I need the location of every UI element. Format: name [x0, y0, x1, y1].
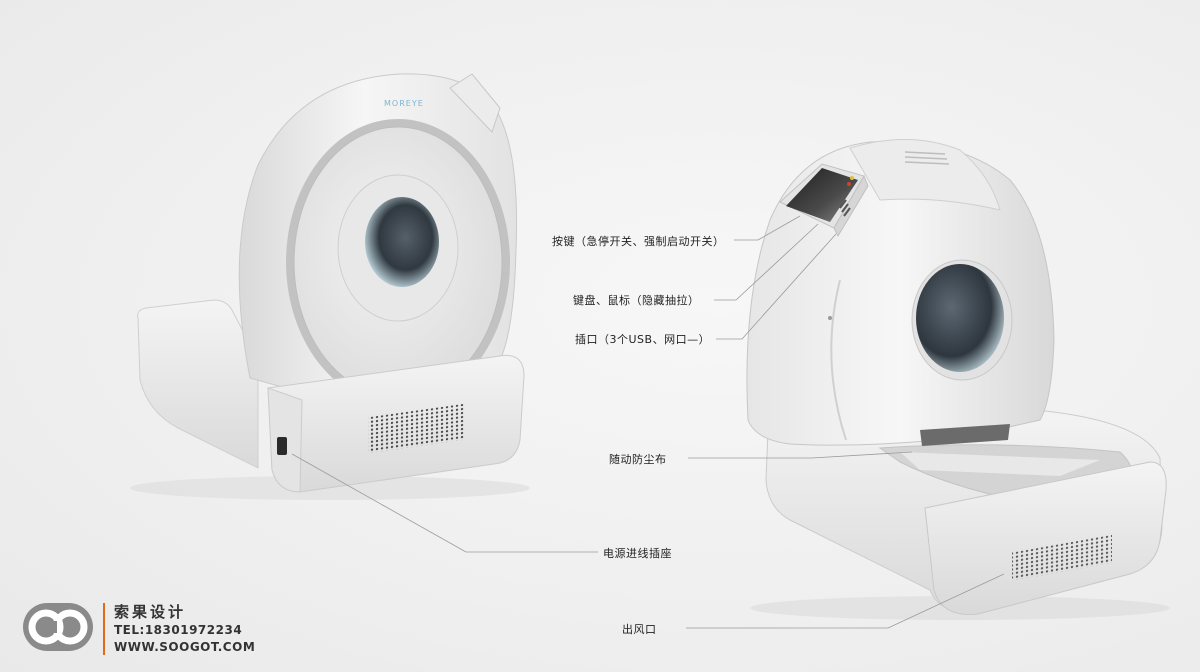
control-screen	[779, 163, 869, 238]
left-device	[130, 73, 530, 500]
brand-divider	[103, 603, 105, 655]
callout-air-outlet: 出风口	[622, 623, 657, 636]
right-device	[746, 138, 1170, 620]
device-brand-label: MOREYE	[384, 99, 424, 108]
callout-buttons: 按键（急停开关、强制启动开关）	[552, 235, 725, 248]
brand-website: WWW.SOOGOT.COM	[114, 640, 256, 654]
brand-tel: TEL:18301972234	[114, 623, 243, 637]
callout-ports: 插口（3个USB、网口—）	[575, 333, 711, 346]
brand-name: 索果设计	[114, 603, 187, 621]
leader-lines	[291, 215, 1005, 629]
callout-dust-cover: 随动防尘布	[609, 453, 667, 466]
callout-keyboard-mouse: 键盘、鼠标（隐藏抽拉）	[573, 294, 700, 307]
callout-power-socket: 电源进线插座	[603, 547, 672, 560]
brand-logo-icon	[23, 603, 93, 651]
